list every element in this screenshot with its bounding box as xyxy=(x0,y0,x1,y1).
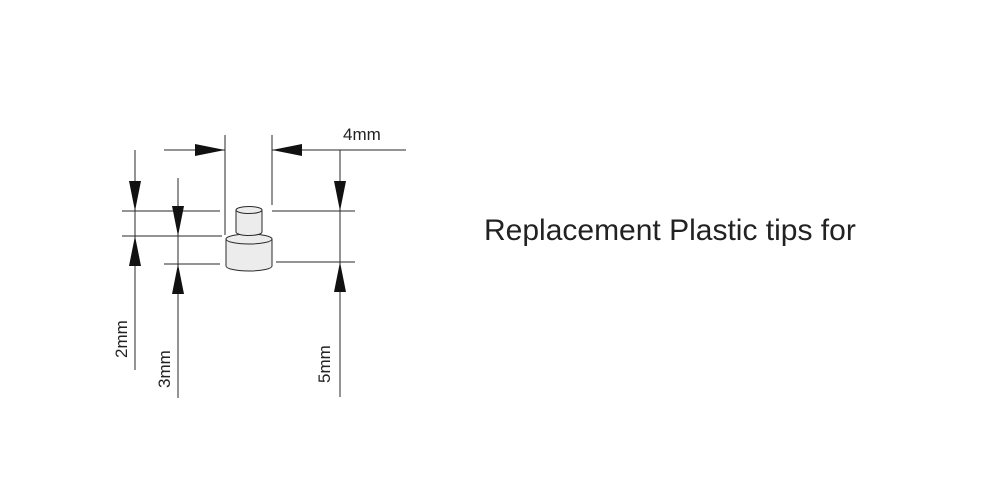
dimension-label-2mm: 2mm xyxy=(112,320,131,358)
dimension-height-left: 2mm xyxy=(112,150,141,370)
dimension-label-3mm: 3mm xyxy=(155,350,174,388)
dimension-height-middle: 3mm xyxy=(155,178,184,398)
arrowhead xyxy=(129,181,141,211)
tip-stem-body xyxy=(235,209,263,236)
arrowhead xyxy=(334,262,346,292)
arrowhead xyxy=(334,181,346,211)
plastic-tip-part xyxy=(225,206,273,272)
dimension-label-5mm: 5mm xyxy=(315,345,334,383)
extension-lines xyxy=(122,135,355,265)
dimension-height-right: 5mm xyxy=(315,150,346,397)
arrowhead xyxy=(172,206,184,236)
arrowhead xyxy=(272,144,302,156)
arrowhead xyxy=(129,236,141,266)
tip-stem-top xyxy=(235,206,263,214)
tip-base-body xyxy=(225,238,273,272)
dimension-width-top: 4mm xyxy=(164,125,406,156)
caption-text: Replacement Plastic tips for xyxy=(484,214,856,247)
dimension-label-4mm: 4mm xyxy=(343,125,381,144)
arrowhead xyxy=(195,144,225,156)
arrowhead xyxy=(172,264,184,294)
